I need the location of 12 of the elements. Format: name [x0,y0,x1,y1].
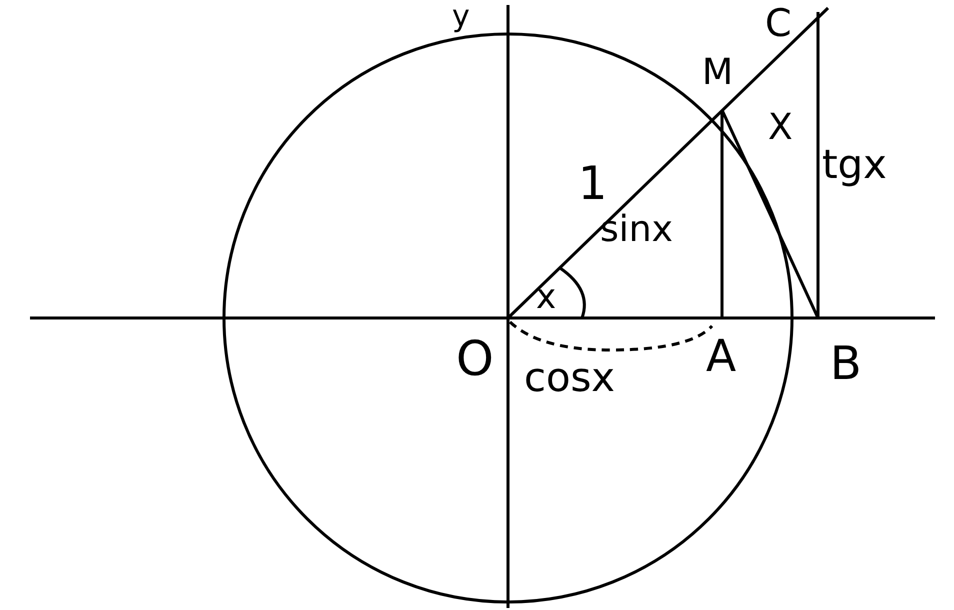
point-label: A [706,335,736,379]
point-label: C [765,4,792,42]
length-label: 1 [578,160,608,206]
arc-label: X [768,110,793,146]
length-label: cosx [524,358,615,398]
point-label: M [702,55,734,91]
length-label: sinx [600,212,673,248]
angle-label: x [536,280,556,314]
length-label: tgx [822,145,887,185]
axis-label: y [452,2,470,32]
point-label: B [830,340,862,386]
point-label: O [456,335,494,383]
